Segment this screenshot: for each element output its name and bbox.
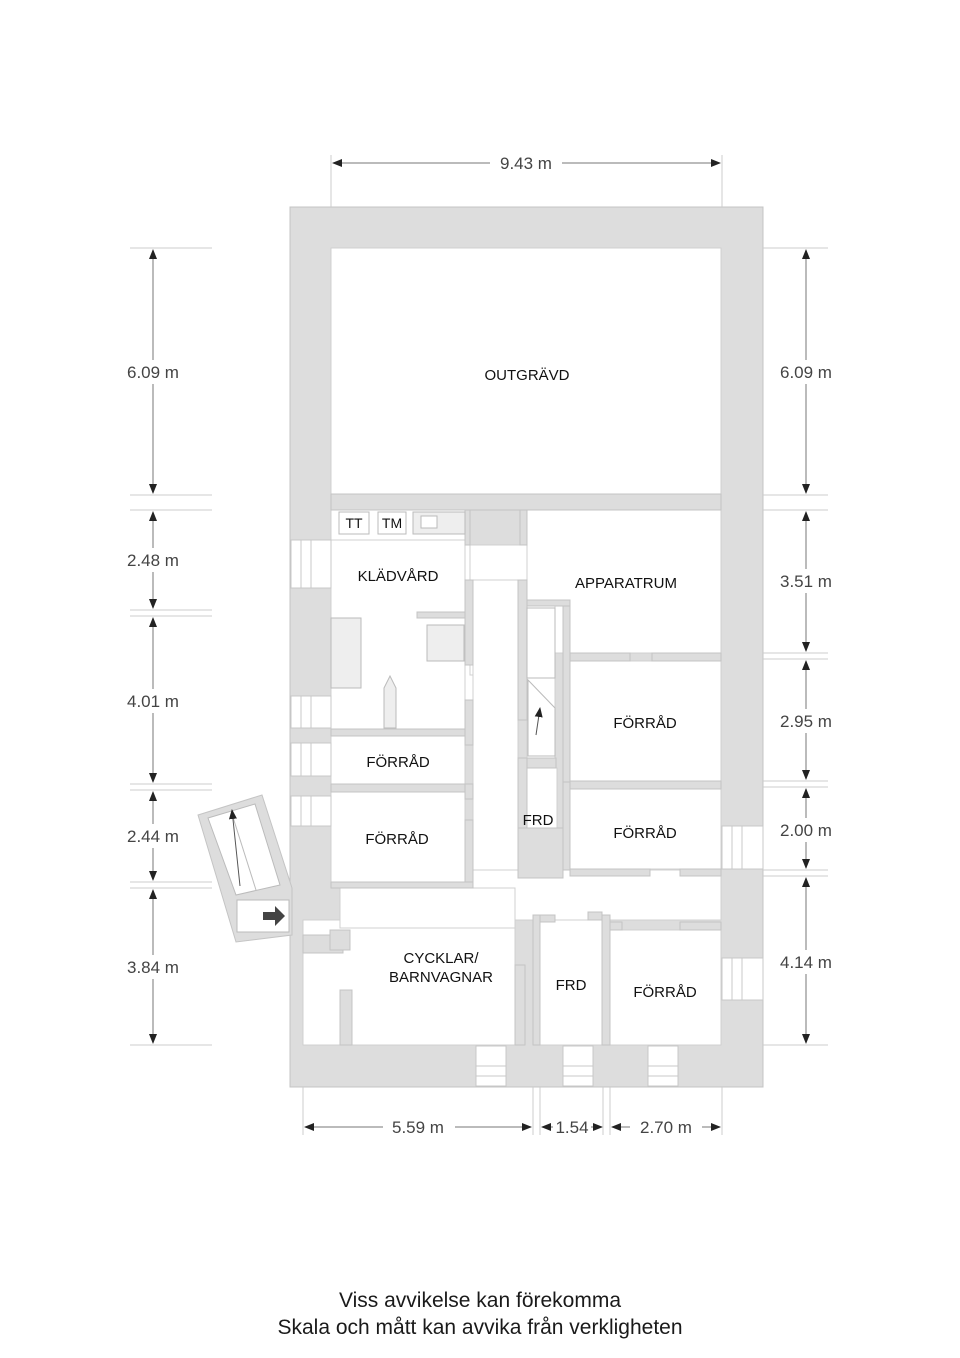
room-cyklar-top: [339, 887, 516, 929]
dim-bottom-1: 5.59 m: [392, 1118, 444, 1137]
room-forrad-right-upper: [569, 660, 722, 782]
fixture-bench: [330, 617, 362, 689]
label-apparatrum: APPARATRUM: [575, 575, 677, 592]
room-frd-bottom: [539, 919, 603, 1046]
ramp-arrow-icon: [228, 809, 241, 887]
room-forrad-bottom: [609, 929, 722, 1046]
fixture-stair-inner: [527, 678, 556, 757]
label-outgravd: OUTGRÄVD: [484, 367, 569, 384]
room-forrad-left-mid: [330, 735, 466, 785]
disclaimer-line-1: Viss avvikelse kan förekomma: [338, 1289, 622, 1312]
label-forrad-left-mid: FÖRRÅD: [366, 753, 430, 771]
window-lines: [300, 540, 743, 1077]
dim-bottom-3: 2.70 m: [640, 1118, 692, 1137]
label-forrad-bottom: FÖRRÅD: [633, 983, 697, 1001]
label-kladvard: KLÄDVÅRD: [358, 568, 439, 585]
label-forrad-left-lower: FÖRRÅD: [365, 830, 429, 848]
dim-left-5: 3.84 m: [127, 958, 179, 977]
dim-left-3: 4.01 m: [127, 692, 179, 711]
disclaimer-line-2: Skala och mått kan avvika från verklighe…: [277, 1316, 683, 1339]
dim-bottom-2: 1.54: [555, 1118, 588, 1137]
room-apparatrum: [526, 509, 722, 654]
label-forrad-right-upper: FÖRRÅD: [613, 714, 677, 732]
room-forrad-left-lower: [330, 791, 466, 883]
entrance-arrow-icon: [263, 906, 285, 926]
fixture-cabinet: [426, 624, 465, 662]
dim-right-4: 2.00 m: [780, 821, 832, 840]
dim-right-1: 6.09 m: [780, 363, 832, 382]
label-frd-bottom: FRD: [556, 977, 587, 994]
room-corridor-vert: [472, 579, 519, 881]
room-forrad-right-lower: [569, 788, 722, 870]
room-outgravd: [330, 247, 722, 495]
fixture-stand: [383, 674, 397, 729]
dimension-labels: 9.43 m 6.09 m 2.48 m 4.01 m 2.44 m 3.84 …: [118, 150, 841, 1139]
label-tt: TT: [345, 515, 363, 531]
fixture-tm: [377, 511, 407, 535]
partitions: [302, 493, 722, 1046]
dim-left-1: 6.09 m: [127, 363, 179, 382]
room-frd-center: [526, 767, 558, 829]
label-tm: TM: [382, 515, 402, 531]
label-cyklar-line1: CYCKLAR/: [403, 950, 479, 967]
label-cyklar-line2: BARNVAGNAR: [389, 969, 493, 986]
dim-top: 9.43 m: [500, 154, 552, 173]
dim-right-5: 4.14 m: [780, 953, 832, 972]
dim-right-3: 2.95 m: [780, 712, 832, 731]
dim-left-4: 2.44 m: [127, 827, 179, 846]
dim-right-2: 3.51 m: [780, 572, 832, 591]
fixture-tt: [338, 511, 370, 535]
stair-arrow-icon: [534, 707, 543, 736]
dim-left-2: 2.48 m: [127, 551, 179, 570]
label-frd-center: FRD: [523, 812, 554, 829]
label-forrad-right-lower: FÖRRÅD: [613, 824, 677, 842]
fixtures: [330, 511, 556, 757]
